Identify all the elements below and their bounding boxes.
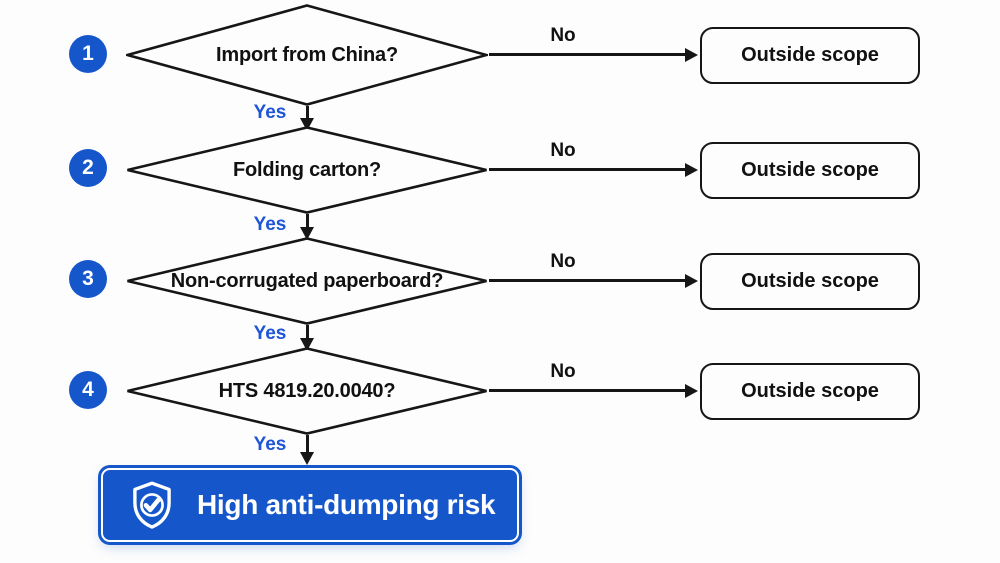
result-box: High anti-dumping risk	[101, 468, 519, 542]
step-badge-1: 1	[69, 35, 107, 73]
yes-arrow-line-3	[306, 325, 309, 339]
yes-arrowhead-4	[300, 452, 314, 465]
yes-arrowhead-3	[300, 338, 314, 351]
no-label-2: No	[550, 140, 576, 161]
no-arrow-line-1	[489, 53, 687, 56]
outcome-label-1: Outside scope	[741, 44, 879, 66]
yes-arrow-line-2	[306, 214, 309, 228]
step-number: 3	[82, 267, 94, 290]
no-label-1: No	[550, 25, 576, 46]
no-arrowhead-1	[685, 48, 698, 62]
outcome-box-3: Outside scope	[700, 253, 920, 310]
decision-question-1: Import from China?	[216, 43, 398, 66]
decision-question-3: Non-corrugated paperboard?	[170, 269, 444, 292]
outcome-box-2: Outside scope	[700, 142, 920, 199]
outcome-label-3: Outside scope	[741, 270, 879, 292]
no-arrowhead-4	[685, 384, 698, 398]
diamond-shape	[127, 237, 487, 325]
step-badge-2: 2	[69, 149, 107, 187]
step-number: 1	[82, 42, 94, 65]
result-label: High anti-dumping risk	[197, 489, 496, 520]
diamond-shape	[127, 347, 487, 435]
no-arrowhead-2	[685, 163, 698, 177]
no-arrow-line-2	[489, 168, 687, 171]
decision-diamond-2: Folding carton?	[126, 126, 488, 214]
no-arrowhead-3	[685, 274, 698, 288]
outcome-label-4: Outside scope	[741, 380, 879, 402]
decision-question-4: HTS 4819.20.0040?	[218, 379, 396, 402]
decision-question-2: Folding carton?	[232, 158, 382, 181]
decision-diamond-3: Non-corrugated paperboard?	[126, 237, 488, 325]
diamond-shape	[126, 4, 488, 106]
decision-diamond-1: Import from China?	[126, 4, 488, 106]
yes-label-3: Yes	[253, 323, 287, 344]
diamond-shape	[127, 126, 487, 214]
no-arrow-line-4	[489, 389, 687, 392]
yes-label-4: Yes	[253, 434, 287, 455]
no-arrow-line-3	[489, 279, 687, 282]
yes-arrow-line-4	[306, 435, 309, 453]
yes-label-1: Yes	[253, 102, 287, 123]
no-label-3: No	[550, 251, 576, 272]
decision-diamond-4: HTS 4819.20.0040?	[126, 347, 488, 435]
step-number: 4	[82, 378, 94, 401]
outcome-label-2: Outside scope	[741, 159, 879, 181]
yes-arrow-line-1	[306, 106, 309, 119]
outcome-box-4: Outside scope	[700, 363, 920, 420]
step-badge-3: 3	[69, 260, 107, 298]
shield-check-icon	[133, 481, 171, 529]
no-label-4: No	[550, 361, 576, 382]
yes-arrowhead-2	[300, 227, 314, 240]
step-badge-4: 4	[69, 371, 107, 409]
yes-label-2: Yes	[253, 214, 287, 235]
step-number: 2	[82, 156, 94, 179]
outcome-box-1: Outside scope	[700, 27, 920, 84]
